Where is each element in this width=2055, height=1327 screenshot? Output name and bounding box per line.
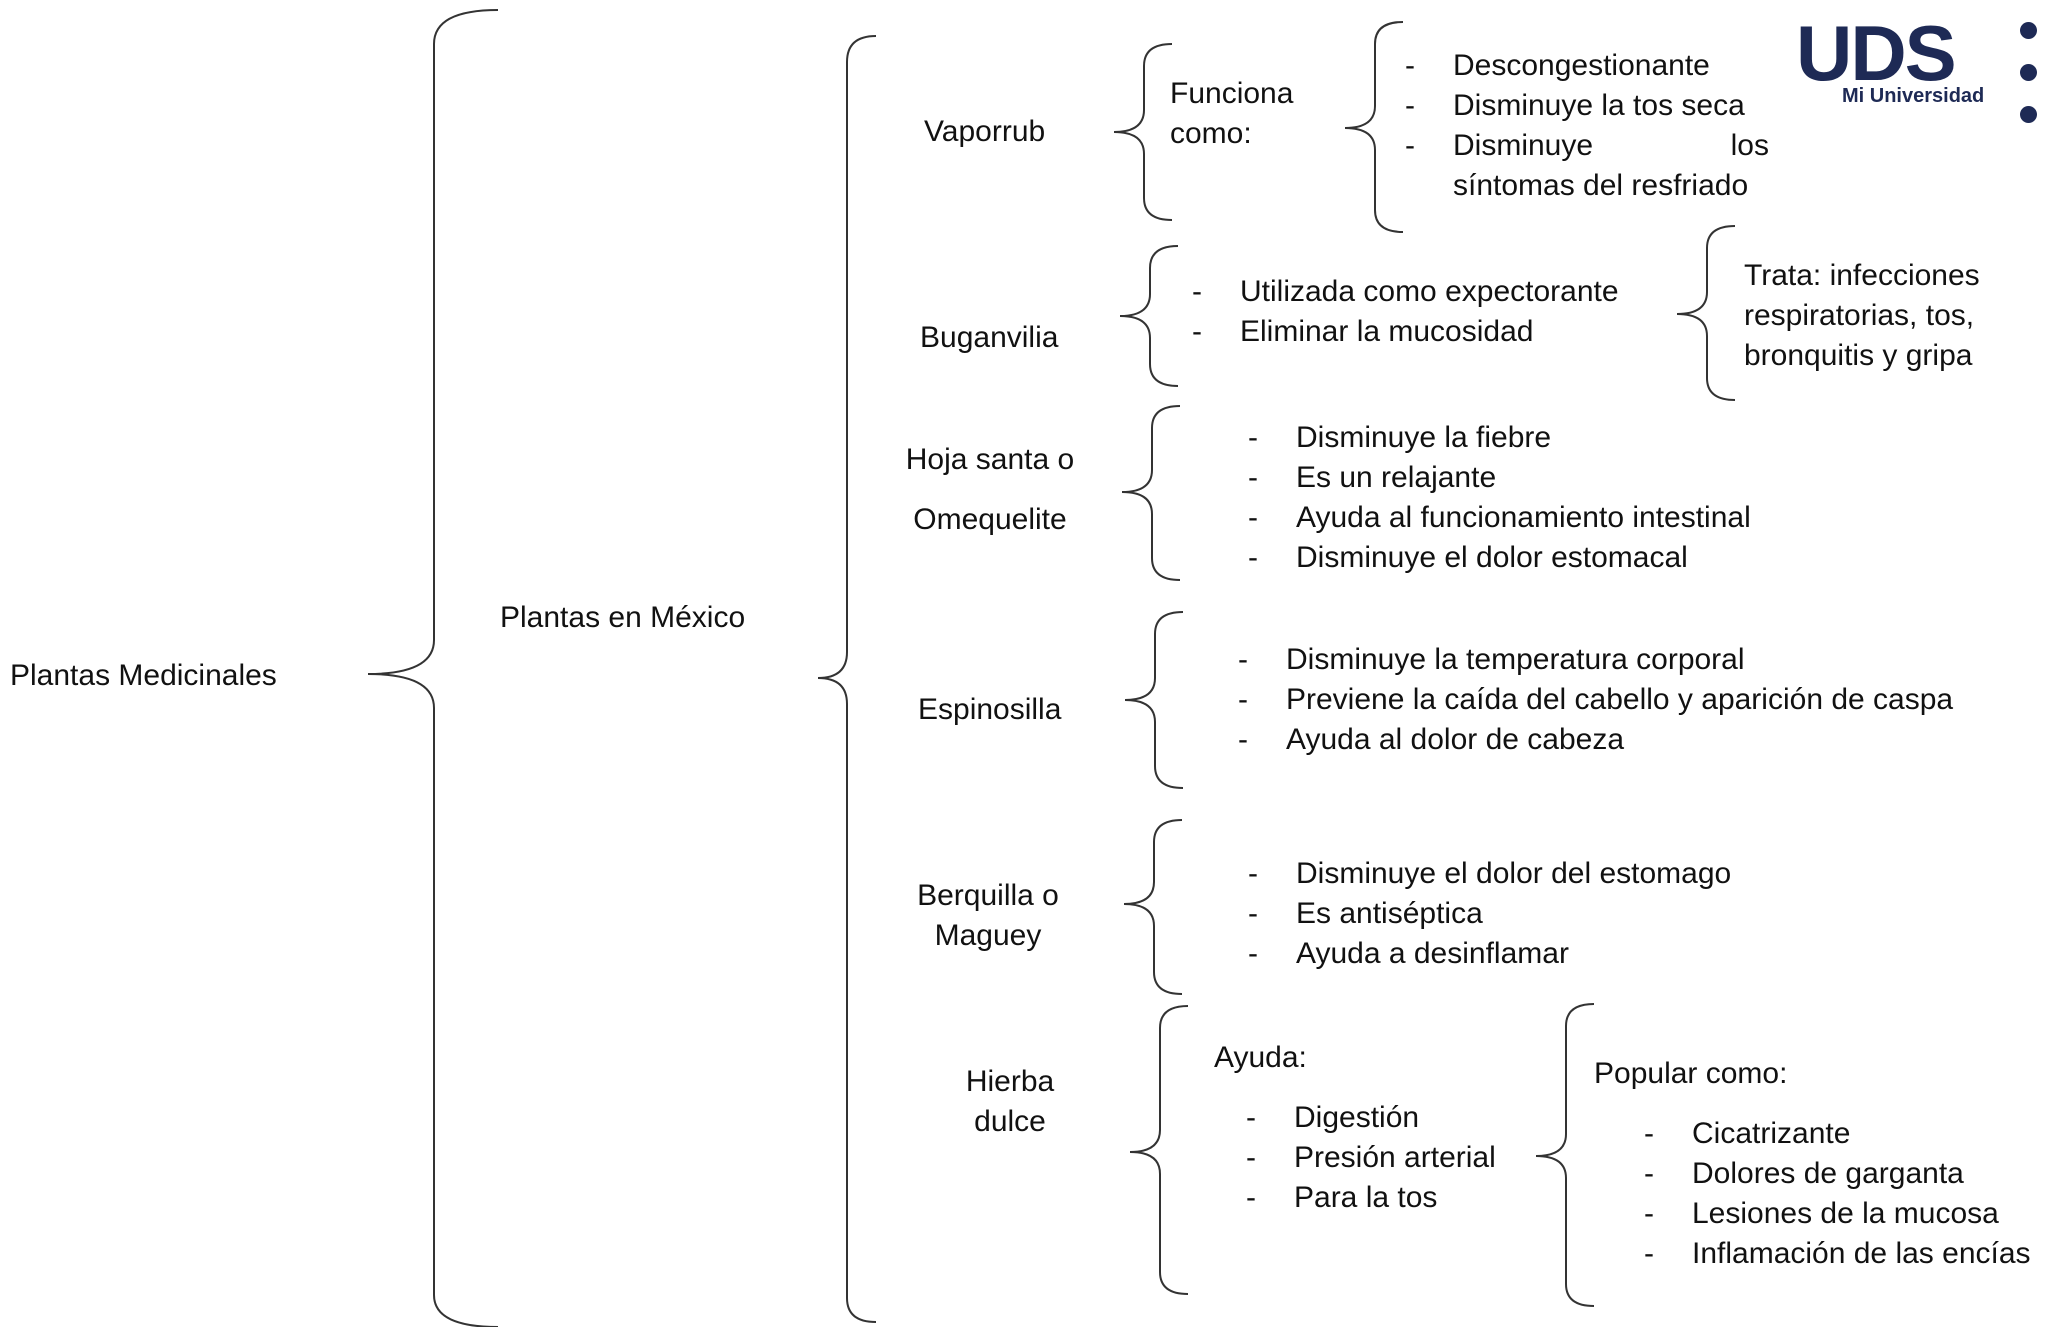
list-item: Inflamación de las encías	[1644, 1234, 2031, 1274]
brace-vaporrub	[1113, 43, 1173, 221]
plant-hoja-santa-1: Hoja santa o	[905, 443, 1075, 476]
brace-hoja-santa	[1121, 405, 1181, 581]
list-item: Es un relajante	[1248, 458, 1751, 498]
plant-buganvilia: Buganvilia	[920, 321, 1059, 354]
plant-berquilla-2: Maguey	[934, 919, 1042, 952]
list-item: Descongestionante	[1405, 46, 1769, 86]
brace-buganvilia	[1119, 245, 1179, 387]
list-item-text: Disminuye los síntomas del resfriado	[1453, 129, 1769, 202]
list-item: Ayuda a desinflamar	[1248, 934, 1731, 974]
brace-berquilla	[1123, 819, 1183, 995]
list-item: Previene la caída del cabello y aparició…	[1238, 680, 1953, 720]
list-item: Presión arterial	[1246, 1138, 1496, 1178]
hierba-dulce-list: Digestión Presión arterial Para la tos	[1246, 1098, 1496, 1218]
logo-dot-icon	[2020, 106, 2037, 123]
list-item: Ayuda al funcionamiento intestinal	[1248, 498, 1751, 538]
plant-vaporrub: Vaporrub	[924, 115, 1046, 148]
plant-hierba-dulce-2: dulce	[974, 1105, 1046, 1138]
list-item: Disminuye los síntomas del resfriado	[1405, 126, 1769, 206]
hoja-santa-list: Disminuye la fiebre Es un relajante Ayud…	[1248, 418, 1751, 578]
hierba-dulce-label2: Popular como:	[1594, 1057, 1788, 1090]
logo-subtitle: Mi Universidad	[1842, 85, 1985, 107]
list-item: Es antiséptica	[1248, 894, 1731, 934]
brace-buganvilia-note	[1676, 225, 1736, 401]
list-item: Digestión	[1246, 1098, 1496, 1138]
list-item: Lesiones de la mucosa	[1644, 1194, 2031, 1234]
uds-logo: UDS Mi Universidad	[1790, 8, 2050, 128]
list-item: Disminuye el dolor estomacal	[1248, 538, 1751, 578]
plant-hierba-dulce-1: Hierba	[965, 1065, 1055, 1098]
brace-vaporrub-functions	[1344, 21, 1404, 233]
plant-hoja-santa-2: Omequelite	[913, 503, 1067, 536]
hierba-dulce-popular-list: Cicatrizante Dolores de garganta Lesione…	[1644, 1114, 2031, 1274]
level1-label: Plantas en México	[500, 601, 746, 634]
hierba-dulce-label: Ayuda:	[1214, 1041, 1307, 1074]
list-item: Disminuye el dolor del estomago	[1248, 854, 1731, 894]
logo-dot-icon	[2020, 64, 2037, 81]
buganvilia-note-2: respiratorias, tos,	[1744, 299, 1975, 332]
list-item: Dolores de garganta	[1644, 1154, 2031, 1194]
logo-mark: UDS	[1796, 9, 1957, 97]
list-item: Disminuye la fiebre	[1248, 418, 1751, 458]
plant-espinosilla: Espinosilla	[918, 693, 1062, 726]
espinosilla-list: Disminuye la temperatura corporal Previe…	[1238, 640, 1953, 760]
vaporrub-list: Descongestionante Disminuye la tos seca …	[1405, 46, 1769, 206]
brace-hierba-dulce	[1129, 1005, 1189, 1295]
vaporrub-label: Funciona como:	[1170, 77, 1294, 150]
list-item: Utilizada como expectorante	[1192, 272, 1619, 312]
brace-hierba-dulce-popular	[1535, 1003, 1595, 1307]
list-item: Disminuye la tos seca	[1405, 86, 1769, 126]
berquilla-list: Disminuye el dolor del estomago Es antis…	[1248, 854, 1731, 974]
root-label: Plantas Medicinales	[10, 659, 277, 692]
buganvilia-note-1: Trata: infecciones	[1744, 259, 1980, 292]
list-item: Cicatrizante	[1644, 1114, 2031, 1154]
plant-berquilla-1: Berquilla o	[917, 879, 1059, 912]
buganvilia-note-3: bronquitis y gripa	[1744, 339, 1973, 372]
list-item: Disminuye la temperatura corporal	[1238, 640, 1953, 680]
logo-dot-icon	[2020, 22, 2037, 39]
list-item: Eliminar la mucosidad	[1192, 312, 1619, 352]
brace-root	[367, 9, 499, 1327]
brace-espinosilla	[1124, 611, 1184, 789]
buganvilia-list: Utilizada como expectorante Eliminar la …	[1192, 272, 1619, 352]
list-item: Para la tos	[1246, 1178, 1496, 1218]
brace-level1	[817, 35, 877, 1323]
list-item: Ayuda al dolor de cabeza	[1238, 720, 1953, 760]
